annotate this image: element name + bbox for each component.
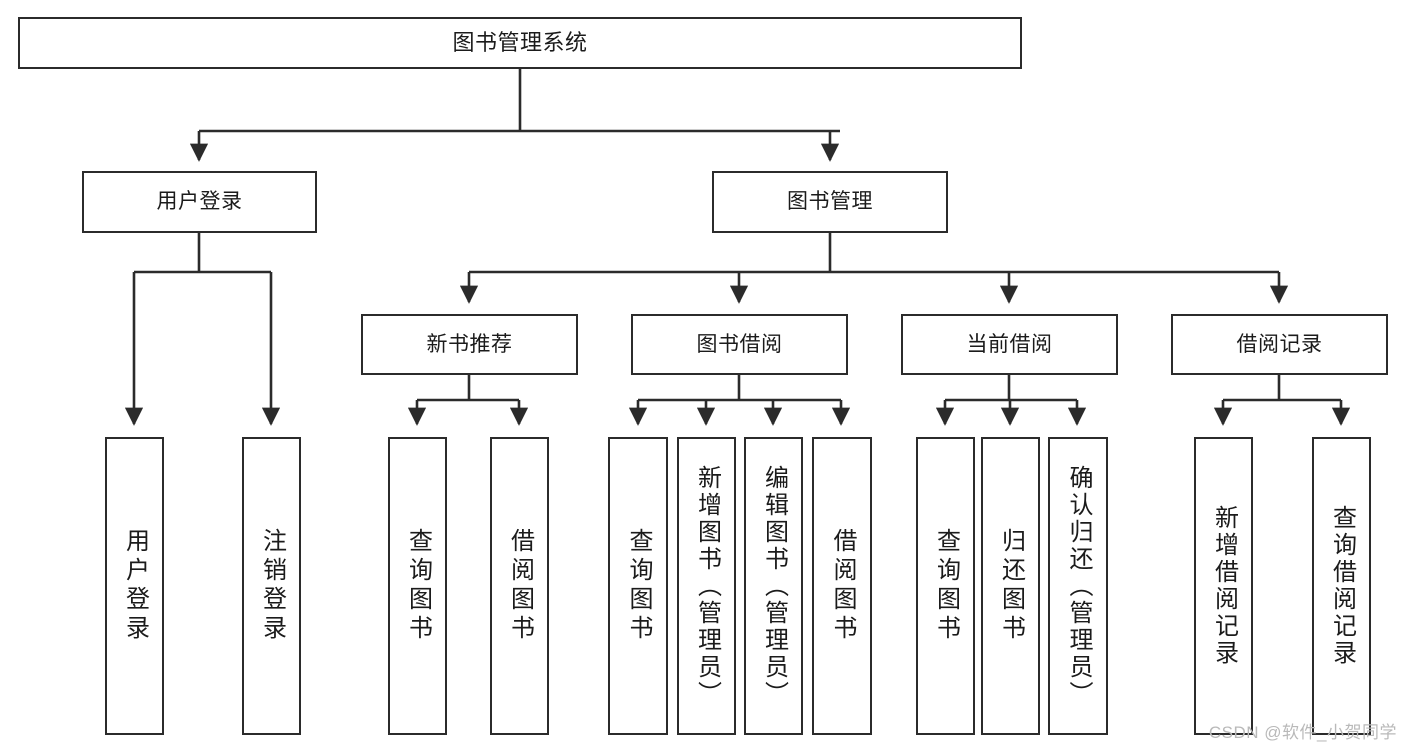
leaf-borrow-book-1-label: 借阅图书 xyxy=(506,528,534,644)
leaf-query-borrow-record-label: 查询借阅记录 xyxy=(1328,505,1356,667)
leaf-add-borrow-record-label: 新增借阅记录 xyxy=(1210,505,1238,667)
leaf-query-book-1[interactable]: 查询图书 xyxy=(388,437,447,735)
leaf-user-login-label: 用户登录 xyxy=(121,528,149,644)
leaf-return-book-label: 归还图书 xyxy=(997,528,1025,644)
leaf-edit-book-admin-label: 编辑图书（管理员） xyxy=(760,464,788,708)
node-current-borrow[interactable]: 当前借阅 xyxy=(901,314,1118,375)
node-new-book-recommend-label: 新书推荐 xyxy=(426,332,513,356)
leaf-query-book-3[interactable]: 查询图书 xyxy=(916,437,975,735)
leaf-query-book-2-label: 查询图书 xyxy=(625,528,652,644)
leaf-query-book-3-label: 查询图书 xyxy=(932,528,960,644)
leaf-confirm-return-admin[interactable]: 确认归还（管理员） xyxy=(1048,437,1108,735)
node-borrow-record[interactable]: 借阅记录 xyxy=(1171,314,1388,375)
leaf-borrow-book-1[interactable]: 借阅图书 xyxy=(490,437,549,735)
node-current-borrow-label: 当前借阅 xyxy=(966,332,1053,356)
node-user-login-label: 用户登录 xyxy=(156,190,243,214)
leaf-query-book-1-label: 查询图书 xyxy=(404,528,432,644)
leaf-add-book-admin[interactable]: 新增图书（管理员） xyxy=(677,437,736,735)
node-root-label: 图书管理系统 xyxy=(452,29,588,55)
leaf-confirm-return-admin-label: 确认归还（管理员） xyxy=(1065,464,1092,708)
leaf-return-book[interactable]: 归还图书 xyxy=(981,437,1040,735)
csdn-watermark: CSDN @软件_小贺同学 xyxy=(1208,723,1397,742)
node-book-manage[interactable]: 图书管理 xyxy=(712,171,948,233)
node-new-book-recommend[interactable]: 新书推荐 xyxy=(361,314,578,375)
leaf-query-borrow-record[interactable]: 查询借阅记录 xyxy=(1312,437,1371,735)
leaf-logout-login[interactable]: 注销登录 xyxy=(242,437,301,735)
node-book-manage-label: 图书管理 xyxy=(787,190,873,214)
leaf-edit-book-admin[interactable]: 编辑图书（管理员） xyxy=(744,437,803,735)
leaf-add-borrow-record[interactable]: 新增借阅记录 xyxy=(1194,437,1253,735)
leaf-borrow-book-2[interactable]: 借阅图书 xyxy=(812,437,872,735)
leaf-query-book-2[interactable]: 查询图书 xyxy=(608,437,668,735)
node-book-borrow-label: 图书借阅 xyxy=(696,332,783,356)
node-book-borrow[interactable]: 图书借阅 xyxy=(631,314,848,375)
leaf-user-login[interactable]: 用户登录 xyxy=(105,437,164,735)
leaf-add-book-admin-label: 新增图书（管理员） xyxy=(693,464,721,708)
node-user-login[interactable]: 用户登录 xyxy=(82,171,317,233)
node-borrow-record-label: 借阅记录 xyxy=(1236,332,1323,356)
node-root[interactable]: 图书管理系统 xyxy=(18,17,1022,69)
leaf-borrow-book-2-label: 借阅图书 xyxy=(829,528,856,644)
leaf-logout-login-label: 注销登录 xyxy=(258,528,286,644)
